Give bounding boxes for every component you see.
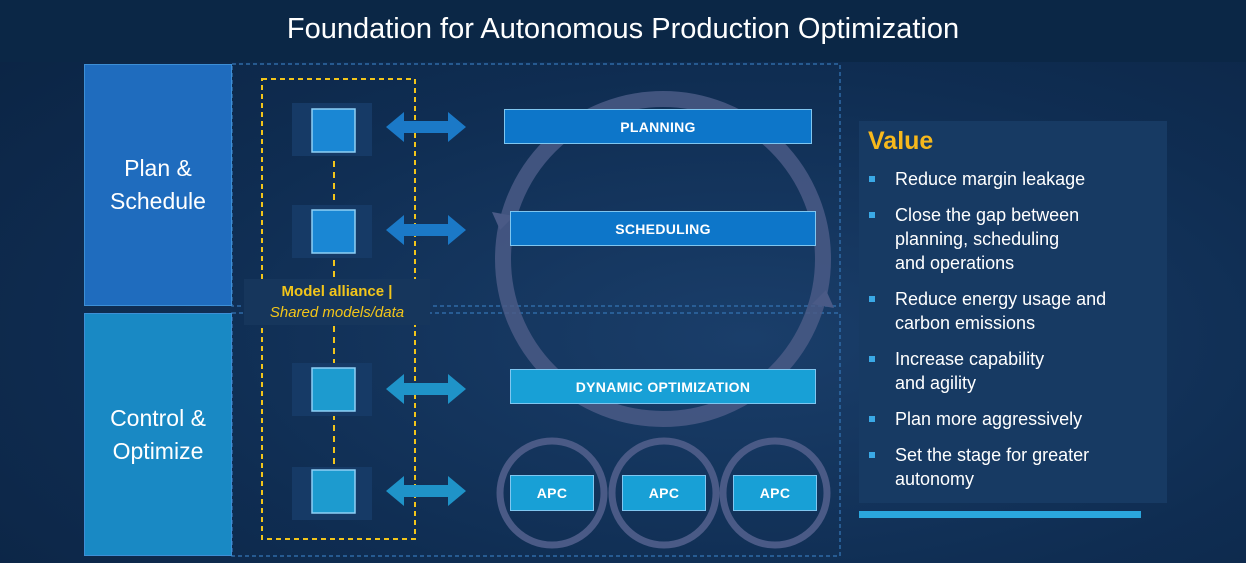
plan-schedule-block: Plan & Schedule bbox=[84, 64, 232, 306]
cycle-arrowhead-left bbox=[492, 212, 514, 230]
cycle-arrowhead-right bbox=[812, 290, 834, 308]
apc-box: APC bbox=[622, 475, 706, 511]
model-node bbox=[292, 363, 372, 416]
double-arrow-icon bbox=[386, 476, 466, 506]
bullet-icon bbox=[869, 212, 875, 218]
value-item: Reduce margin leakage bbox=[869, 167, 1161, 191]
bullet-icon bbox=[869, 296, 875, 302]
model-alliance-title: Model alliance | bbox=[281, 283, 393, 300]
double-arrow-icon bbox=[386, 215, 466, 245]
value-panel: Value Reduce margin leakage Close the ga… bbox=[859, 121, 1167, 503]
planning-cycle-ring bbox=[495, 91, 831, 427]
control-label-line1: Control & bbox=[110, 404, 206, 431]
value-item: Plan more aggressively bbox=[869, 407, 1161, 431]
model-node bbox=[292, 103, 372, 156]
dynamic-optimization-bar: DYNAMIC OPTIMIZATION bbox=[510, 369, 816, 404]
plan-label-line2: Schedule bbox=[110, 188, 206, 214]
scheduling-bar: SCHEDULING bbox=[510, 211, 816, 246]
model-alliance-subtitle: Shared models/data bbox=[269, 304, 405, 321]
value-underline bbox=[859, 511, 1141, 518]
apc-cycle-ring bbox=[719, 437, 831, 549]
model-alliance-label: Model alliance | Shared models/data bbox=[244, 279, 430, 325]
double-arrow-icon bbox=[386, 112, 466, 142]
apc-box: APC bbox=[733, 475, 817, 511]
value-heading: Value bbox=[868, 127, 934, 155]
value-list: Reduce margin leakage Close the gap betw… bbox=[869, 167, 1161, 503]
plan-section-outline bbox=[231, 63, 841, 307]
control-optimize-block: Control & Optimize bbox=[84, 313, 232, 556]
control-label-line2: Optimize bbox=[112, 437, 204, 464]
apc-box: APC bbox=[510, 475, 594, 511]
bullet-icon bbox=[869, 356, 875, 362]
bullet-icon bbox=[869, 452, 875, 458]
plan-label-line1: Plan & bbox=[124, 155, 192, 181]
planning-bar: PLANNING bbox=[504, 109, 812, 144]
apc-cycle-ring bbox=[608, 437, 720, 549]
model-node bbox=[292, 467, 372, 520]
apc-cycle-ring bbox=[496, 437, 608, 549]
model-node bbox=[292, 205, 372, 258]
bullet-icon bbox=[869, 176, 875, 182]
double-arrow-icon bbox=[386, 374, 466, 404]
page-title: Foundation for Autonomous Production Opt… bbox=[0, 0, 1246, 62]
control-section-outline bbox=[231, 312, 841, 557]
bullet-icon bbox=[869, 416, 875, 422]
